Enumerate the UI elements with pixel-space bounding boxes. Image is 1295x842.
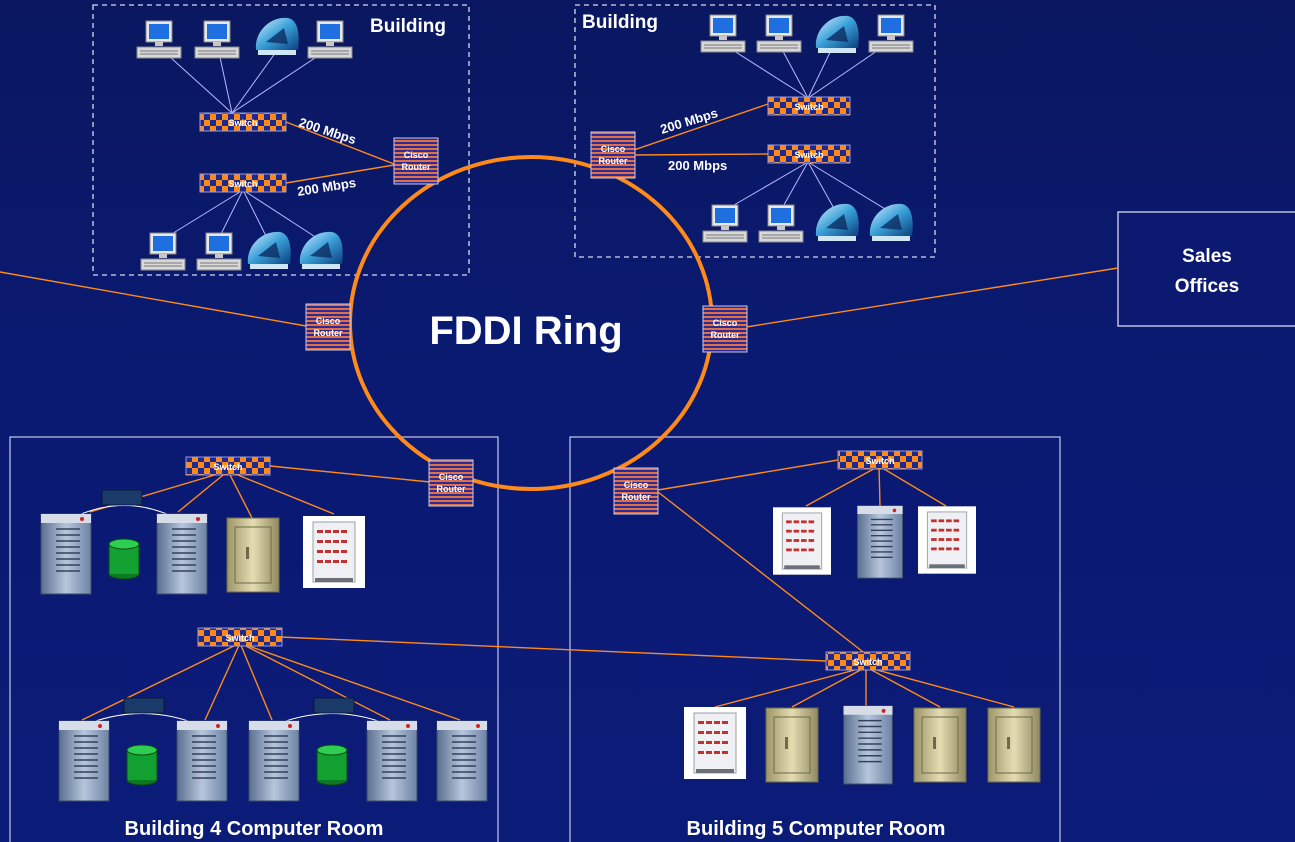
- switch-label: Switch: [794, 150, 823, 160]
- desktop-pc-icon: [307, 20, 353, 59]
- switch-label: Switch: [213, 462, 242, 472]
- router-label-line1: Cisco: [439, 472, 464, 482]
- server-tower-icon: [156, 513, 208, 595]
- building-left-box: [92, 4, 470, 276]
- router-label-line2: Router: [599, 156, 628, 166]
- switch-label: Switch: [228, 118, 257, 128]
- switch[interactable]: Switch: [199, 173, 287, 193]
- router-label-line1: Cisco: [316, 316, 341, 326]
- switch[interactable]: Switch: [767, 144, 851, 164]
- cabinet-icon: [765, 707, 819, 783]
- fddi-ring-label: FDDI Ring: [429, 309, 622, 353]
- desktop-pc-icon: [756, 14, 802, 53]
- cisco-router[interactable]: Cisco Router: [393, 137, 439, 185]
- server-tower-icon: [436, 720, 488, 802]
- sales-offices-box[interactable]: [1117, 211, 1295, 327]
- room5-title: Building 5 Computer Room: [687, 818, 946, 840]
- switch[interactable]: Switch: [767, 96, 851, 116]
- imac-icon: [299, 231, 343, 269]
- sales-offices-label-line2: Offices: [1175, 276, 1239, 297]
- router-label-line2: Router: [402, 162, 431, 172]
- link-speed-label: 200 Mbps: [297, 115, 358, 148]
- imac-icon: [255, 17, 299, 55]
- router-label-line2: Router: [314, 328, 343, 338]
- server-tower-icon: [366, 720, 418, 802]
- router-label-line1: Cisco: [624, 480, 649, 490]
- rack-server-icon: [684, 707, 746, 779]
- rack-server-icon: [918, 505, 976, 575]
- desktop-pc-icon: [196, 232, 242, 271]
- link-speed-label: 200 Mbps: [296, 175, 357, 199]
- building-right-box: [574, 4, 936, 258]
- router-label-line2: Router: [437, 484, 466, 494]
- cabinet-icon: [226, 517, 280, 593]
- cabinet-icon: [913, 707, 967, 783]
- desktop-pc-icon: [868, 14, 914, 53]
- desktop-pc-icon: [194, 20, 240, 59]
- router-label-line2: Router: [622, 492, 651, 502]
- disk-storage-icon: [316, 744, 348, 786]
- room4-title: Building 4 Computer Room: [125, 818, 384, 840]
- cisco-router[interactable]: Cisco Router: [613, 467, 659, 515]
- router-label-line1: Cisco: [713, 318, 738, 328]
- building-right-title: Building: [582, 12, 658, 33]
- link-speed-label: 200 Mbps: [668, 158, 727, 173]
- switch[interactable]: Switch: [837, 450, 923, 470]
- switch-label: Switch: [794, 102, 823, 112]
- cabinet-icon: [987, 707, 1041, 783]
- cisco-router[interactable]: Cisco Router: [590, 131, 636, 179]
- switch-label: Switch: [228, 179, 257, 189]
- router-label-line1: Cisco: [601, 144, 626, 154]
- cisco-router[interactable]: Cisco Router: [702, 305, 748, 353]
- switch-label: Switch: [853, 657, 882, 667]
- network-links: [0, 103, 1119, 721]
- server-tower-icon: [842, 705, 894, 785]
- rack-server-icon: [773, 506, 831, 576]
- switch[interactable]: Switch: [197, 627, 283, 647]
- desktop-pc-icon: [136, 20, 182, 59]
- imac-icon: [869, 203, 913, 241]
- server-tower-icon: [248, 720, 300, 802]
- switch-label: Switch: [865, 456, 894, 466]
- sales-offices-label-line1: Sales: [1182, 246, 1232, 267]
- server-tower-icon: [58, 720, 110, 802]
- link-speed-label: 200 Mbps: [658, 105, 719, 137]
- disk-storage-icon: [126, 744, 158, 786]
- cisco-router[interactable]: Cisco Router: [428, 459, 474, 507]
- building-left-title: Building: [370, 16, 446, 37]
- switch-label: Switch: [225, 633, 254, 643]
- server-tower-icon: [856, 505, 904, 579]
- storage-bridge-icon: [101, 489, 143, 506]
- desktop-pc-icon: [700, 14, 746, 53]
- room4-box: [9, 436, 499, 842]
- switch[interactable]: Switch: [185, 456, 271, 476]
- switch[interactable]: Switch: [199, 112, 287, 132]
- storage-bridge-icon: [123, 697, 165, 714]
- rack-server-icon: [303, 516, 365, 588]
- storage-bridge-icon: [313, 697, 355, 714]
- server-tower-icon: [176, 720, 228, 802]
- desktop-pc-icon: [140, 232, 186, 271]
- server-tower-icon: [40, 513, 92, 595]
- room5-box: [569, 436, 1061, 842]
- cisco-router[interactable]: Cisco Router: [305, 303, 351, 351]
- imac-icon: [815, 15, 859, 53]
- imac-icon: [247, 231, 291, 269]
- router-label-line2: Router: [711, 330, 740, 340]
- router-label-line1: Cisco: [404, 150, 429, 160]
- switch[interactable]: Switch: [825, 651, 911, 671]
- desktop-pc-icon: [758, 204, 804, 243]
- desktop-pc-icon: [702, 204, 748, 243]
- imac-icon: [815, 203, 859, 241]
- disk-storage-icon: [108, 538, 140, 580]
